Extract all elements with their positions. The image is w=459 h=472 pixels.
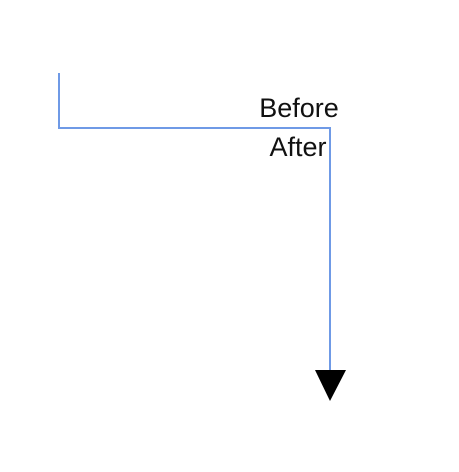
- connector-label-before: Before: [259, 93, 339, 123]
- arrowhead-icon: [315, 370, 346, 401]
- elbow-connector[interactable]: [58, 73, 346, 401]
- connector-line[interactable]: [58, 73, 331, 372]
- connector-label-after: After: [269, 132, 326, 162]
